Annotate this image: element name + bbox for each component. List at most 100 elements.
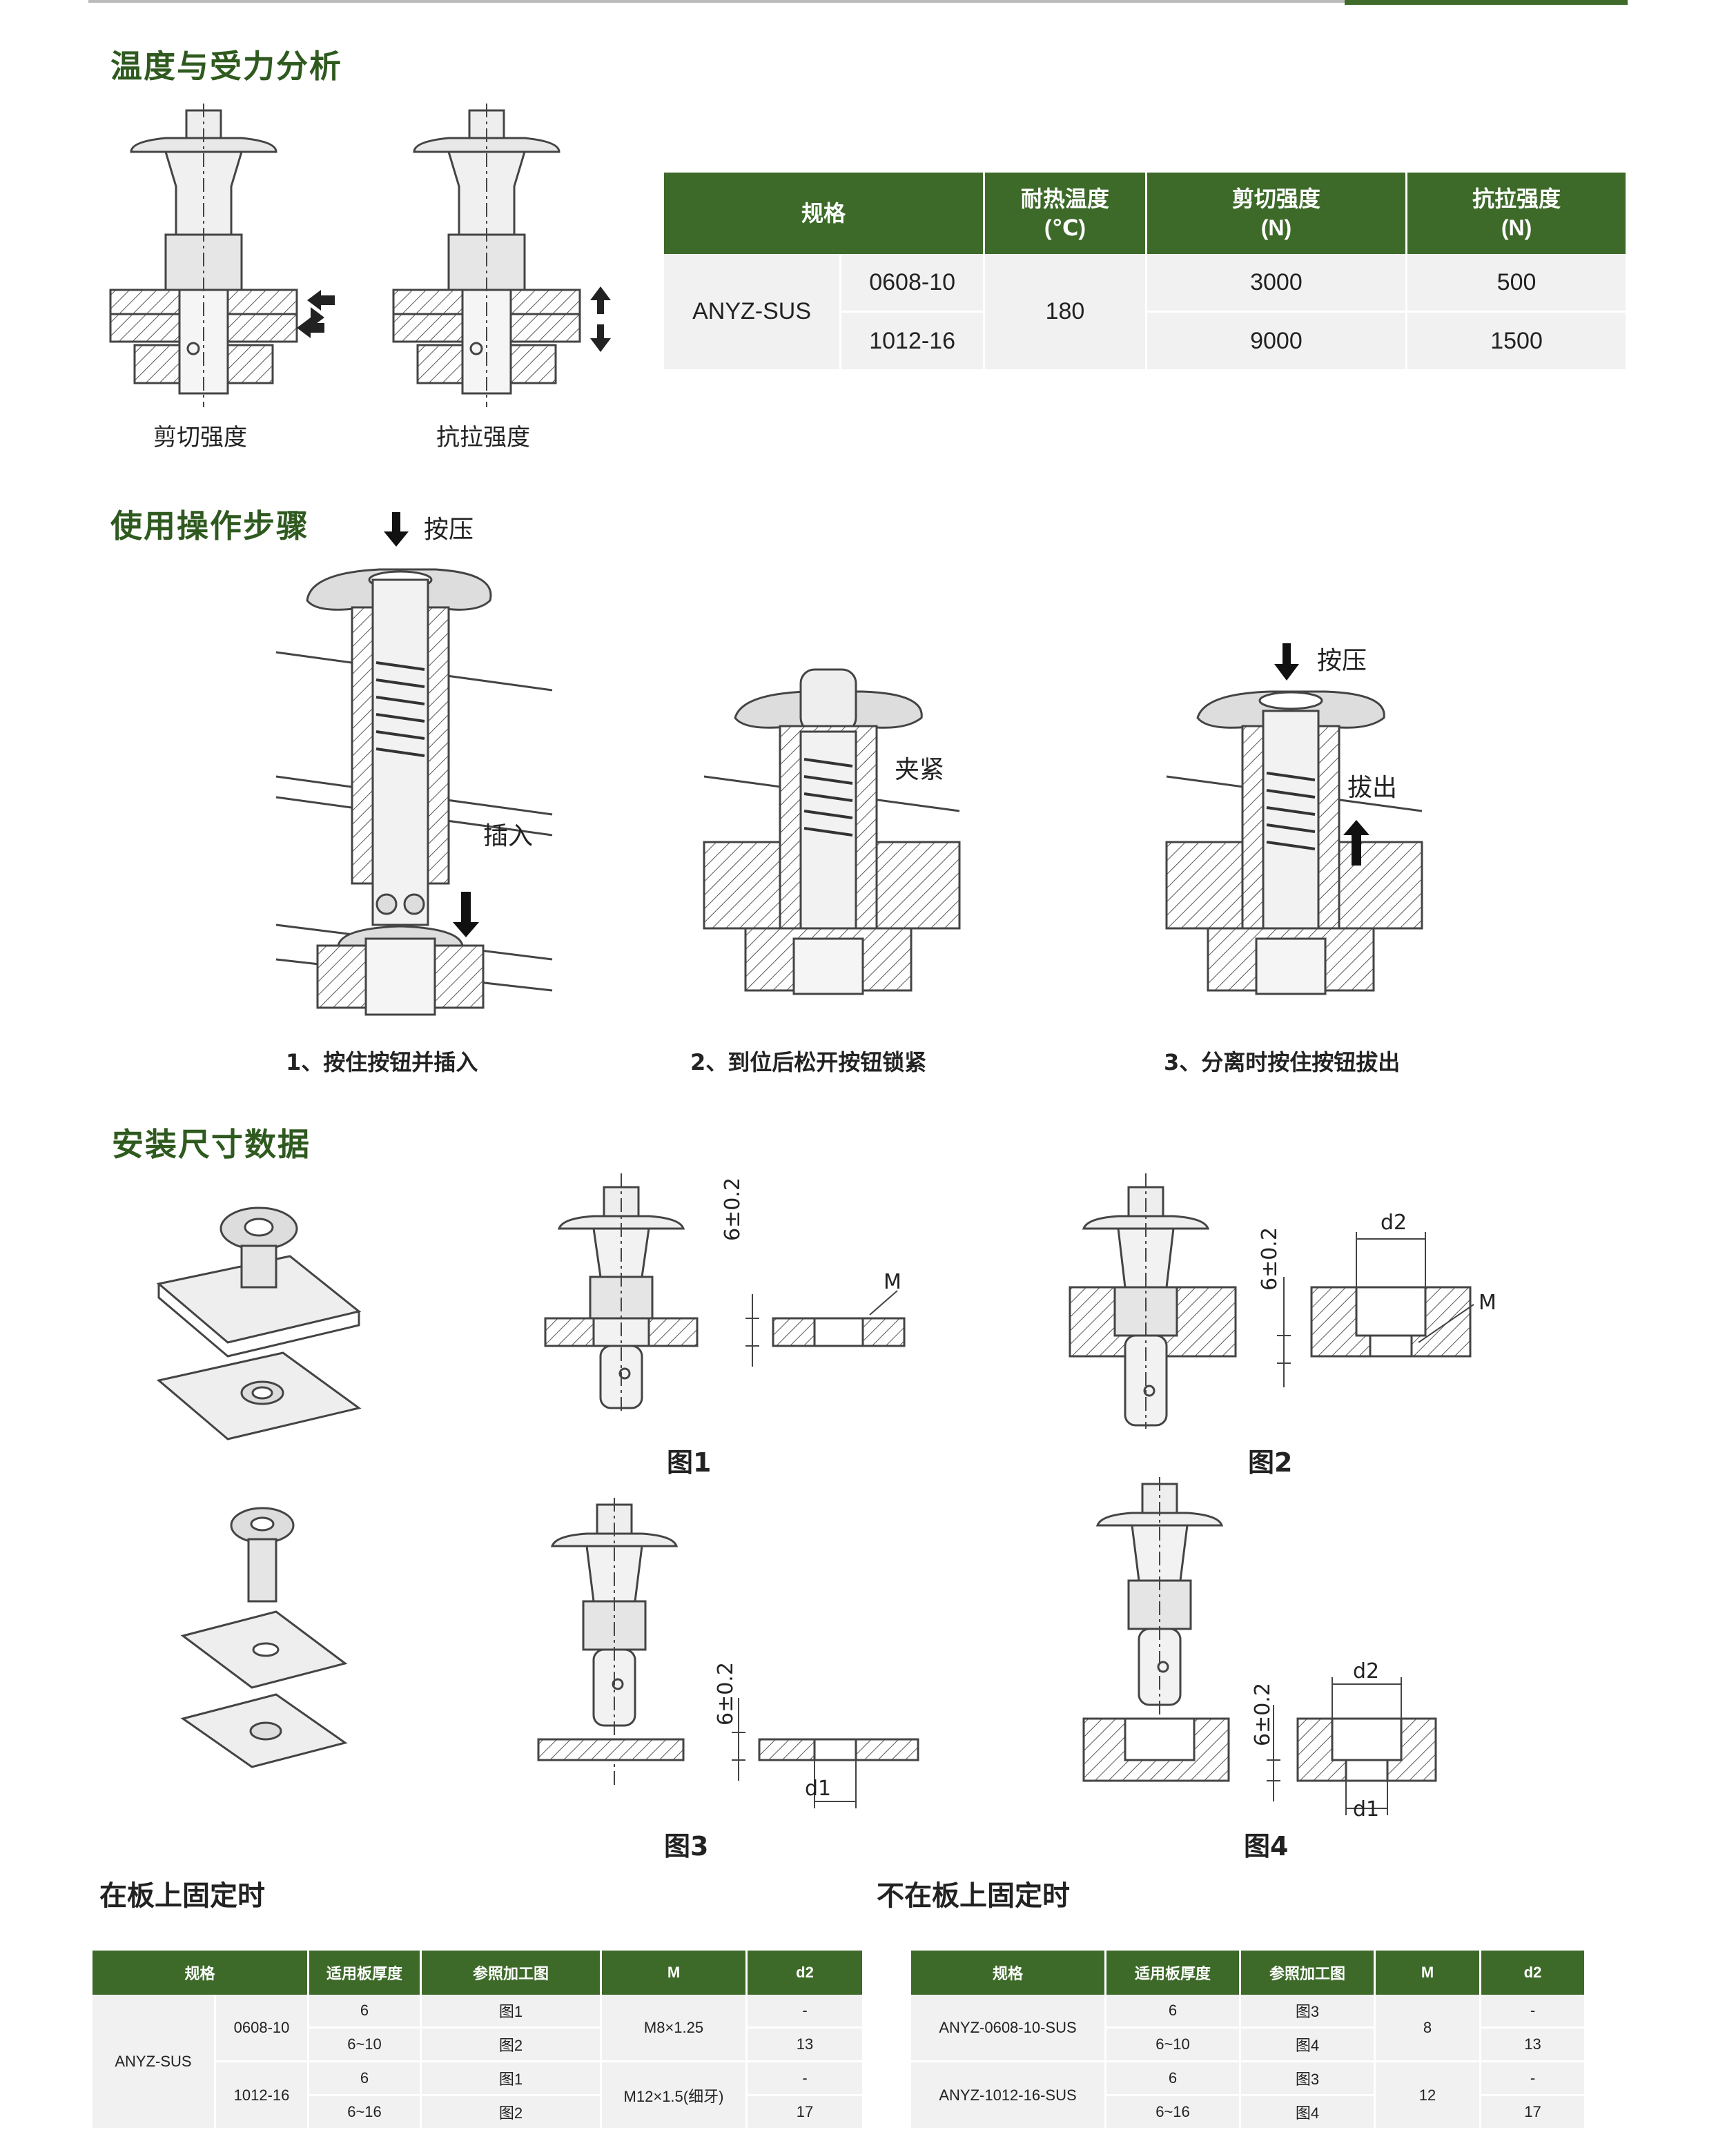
thickness-cell: 6 [1105,2061,1241,2096]
fig-cell: 图3 [1240,2061,1376,2096]
table-row: 1012-16 6 图1 M12×1.5(细牙) - [92,2061,864,2130]
temperature-cell: 180 [984,254,1147,371]
fig3-caption: 图3 [664,1831,709,1862]
fig4-dim-height: 6±0.2 [1251,1683,1275,1746]
fig1-m-label: M [884,1270,901,1294]
header-tensile: 抗拉强度 (N) [1406,173,1628,254]
fig3-drawing [537,1498,919,1808]
header-spec: 规格 [664,173,986,254]
fig2-dim-height: 6±0.2 [1258,1227,1282,1291]
d2-cell: - [746,1995,864,2029]
thickness-cell: 6 [1105,1995,1241,2029]
table-header: 规格 适用板厚度 参照加工图 M d2 [911,1951,1586,1995]
fig-cell: 图1 [420,1995,602,2029]
section-title-temp-force: 温度与受力分析 [110,48,342,85]
m-cell: 12 [1374,2061,1481,2130]
clamp-label: 夹紧 [895,756,945,784]
table-header: 规格 适用板厚度 参照加工图 M d2 [92,1951,864,1995]
fig2-caption: 图2 [1248,1447,1293,1478]
header-thickness: 适用板厚度 [308,1951,422,1995]
table-row: 6~10 图4 13 [911,2027,1586,2062]
size-cell: 1012-16 [840,311,986,371]
fig-cell: 图3 [1240,1995,1376,2029]
table-row: 1012-16 9000 1500 [664,311,1628,371]
fig3-d1-label: d1 [805,1777,832,1801]
fig3-dim-height: 6±0.2 [714,1662,738,1726]
pull-label: 拔出 [1347,774,1398,802]
table-row: 6~10 图2 13 [92,2027,864,2062]
fig2-d2-label: d2 [1381,1211,1407,1235]
fig-cell: 图2 [420,2095,602,2130]
thickness-cell: 6~16 [308,2095,422,2130]
thickness-cell: 6 [308,2061,422,2096]
press-label: 按压 [424,516,474,544]
header-thickness: 适用板厚度 [1105,1951,1241,1995]
d2-cell: 13 [746,2027,864,2062]
size-cell: 0608-10 [840,254,986,313]
tensile-cell: 1500 [1406,311,1628,371]
isometric-loose-assembly [180,1507,348,1768]
tensile-cell: 500 [1406,254,1628,313]
fig4-d1-label: d1 [1353,1797,1380,1821]
section-title-operation: 使用操作步骤 [110,507,309,545]
d2-cell: 13 [1480,2027,1586,2062]
m-cell: M8×1.25 [601,1995,748,2062]
header-spec: 规格 [911,1951,1106,1995]
header-temperature: 耐热温度 (℃) [984,173,1147,254]
fig1-drawing [544,1173,906,1415]
top-accent-bar [1345,0,1628,5]
d2-cell: 17 [1480,2095,1586,2130]
shear-cell: 9000 [1146,311,1408,371]
header-ref-fig: 参照加工图 [420,1951,602,1995]
fig1-caption: 图1 [667,1447,712,1478]
m-cell: M12×1.5(细牙) [601,2061,748,2130]
spec-table-header: 规格 耐热温度 (℃) 剪切强度 (N) 抗拉强度 (N) [664,173,1628,254]
header-d2: d2 [746,1951,864,1995]
fig2-drawing [1069,1173,1474,1429]
header-m: M [1374,1951,1481,1995]
d2-cell: - [746,2061,864,2096]
size-cell: 0608-10 [215,1995,309,2062]
thickness-cell: 6~10 [1105,2027,1241,2062]
fixed-on-plate-title: 在板上固定时 [99,1880,265,1912]
d2-cell: - [1480,1995,1586,2029]
step2-illustration [703,668,961,995]
isometric-fixed-assembly [156,1206,362,1440]
tensile-force-diagram [392,104,611,407]
fig4-caption: 图4 [1244,1831,1289,1862]
shear-force-diagram [109,104,335,407]
shear-label: 剪切强度 [153,424,247,451]
tensile-label: 抗拉强度 [436,424,530,451]
table-row: ANYZ-SUS 0608-10 6 图1 M8×1.25 - [92,1995,864,2130]
fig-cell: 图2 [420,2027,602,2062]
step3-illustration [1165,643,1423,995]
step3-caption: 3、分离时按住按钮拔出 [1164,1049,1401,1075]
table-row: ANYZ-1012-16-SUS 6 图3 12 - [911,2061,1586,2130]
header-spec: 规格 [92,1951,309,1995]
step1-caption: 1、按住按钮并插入 [286,1049,478,1075]
header-m: M [601,1951,748,1995]
step2-caption: 2、到位后松开按钮锁紧 [690,1049,927,1075]
top-rule [88,0,1628,3]
step1-illustration [275,512,553,1016]
fig4-drawing [1082,1477,1437,1815]
fig-cell: 图1 [420,2061,602,2096]
model-cell: ANYZ-1012-16-SUS [911,2061,1106,2130]
fig-cell: 图4 [1240,2027,1376,2062]
d2-cell: - [1480,2061,1586,2096]
size-cell: 1012-16 [215,2061,309,2130]
m-cell: 8 [1374,1995,1481,2062]
model-cell: ANYZ-SUS [664,254,842,371]
fig2-m-label: M [1479,1291,1496,1315]
table-row: ANYZ-SUS 0608-10 180 3000 500 [664,254,1628,371]
not-fixed-on-plate-table: 规格 适用板厚度 参照加工图 M d2 ANYZ-0608-10-SUS 6 图… [911,1951,1586,2130]
section-title-install: 安装尺寸数据 [112,1126,311,1163]
insert-label: 插入 [483,822,534,850]
header-d2: d2 [1480,1951,1586,1995]
shear-cell: 3000 [1146,254,1408,313]
thickness-cell: 6~10 [308,2027,422,2062]
table-row: ANYZ-0608-10-SUS 6 图3 8 - [911,1995,1586,2062]
fig4-d2-label: d2 [1353,1659,1380,1683]
spec-table: 规格 耐热温度 (℃) 剪切强度 (N) 抗拉强度 (N) ANYZ-SUS 0… [664,173,1628,371]
fig1-dim-height: 6±0.2 [721,1178,745,1241]
